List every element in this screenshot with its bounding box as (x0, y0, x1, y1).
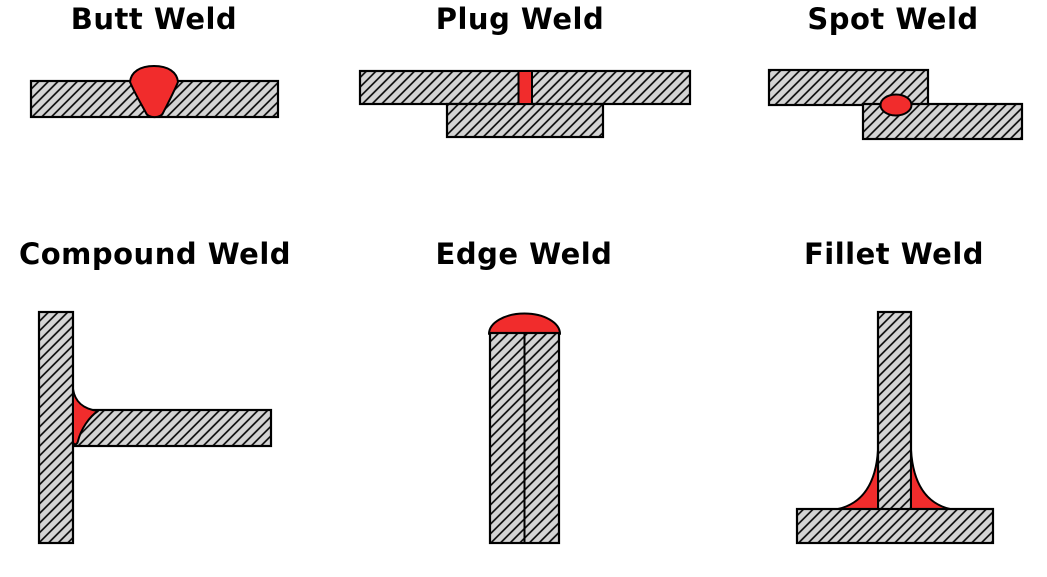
butt-weld-title: Butt Weld (70, 2, 238, 36)
plug-weld-title: Plug Weld (435, 2, 605, 36)
spot-weld-title: Spot Weld (807, 2, 979, 36)
butt-weld-bead (129, 65, 179, 119)
plug-weld-bottom-plate (445, 102, 605, 139)
fillet-weld-title: Fillet Weld (803, 237, 985, 271)
plug-weld-plug (517, 70, 533, 105)
compound-weld-illustration (37, 310, 273, 545)
fillet-weld-base-plate (795, 507, 995, 545)
edge-weld-bead (488, 312, 561, 335)
spot-weld-illustration (767, 68, 1024, 141)
butt-weld-illustration (29, 65, 280, 119)
compound-weld-horizontal-plate (71, 408, 273, 448)
compound-weld-title: Compound Weld (18, 237, 292, 271)
spot-weld-nugget (879, 93, 913, 117)
edge-weld-title: Edge Weld (435, 237, 613, 271)
plug-weld-illustration (358, 69, 692, 139)
fillet-weld-left-bead (837, 449, 879, 510)
edge-weld-illustration (488, 312, 561, 545)
fillet-weld-vertical-plate (876, 310, 913, 512)
fillet-weld-illustration (795, 310, 995, 545)
compound-weld-vertical-plate (37, 310, 75, 545)
fillet-weld-right-bead (910, 449, 951, 510)
compound-weld-bead (72, 388, 99, 446)
